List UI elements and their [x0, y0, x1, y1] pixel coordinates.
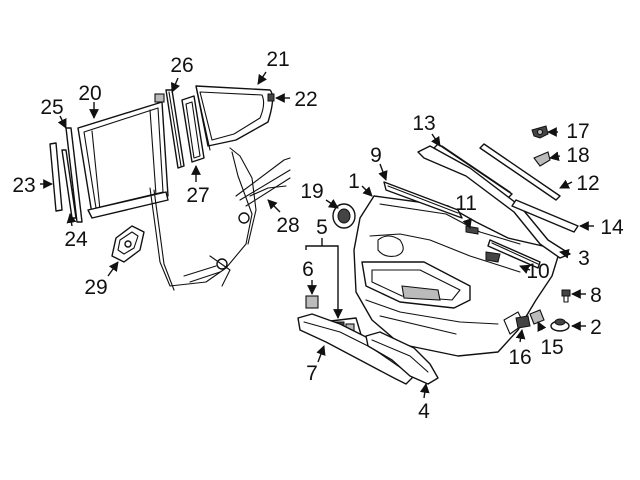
seal-strip-23: [49, 142, 63, 212]
channel-27: [181, 95, 205, 163]
callout-1: 1: [348, 170, 360, 193]
sill-strip-14: [511, 199, 579, 233]
trim-strip-10: [487, 239, 541, 269]
callout-21: 21: [266, 48, 289, 71]
sill-strip-12: [479, 143, 561, 201]
clip-16: [515, 315, 531, 329]
clip-11: [465, 225, 479, 235]
fastener-2: [550, 318, 570, 332]
screw-8: [561, 289, 571, 303]
callout-26: 26: [170, 54, 193, 77]
window-motor-29: [111, 225, 145, 263]
callout-14: 14: [600, 216, 624, 239]
callout-17: 17: [566, 120, 589, 143]
callout-13: 13: [412, 112, 435, 135]
callout-28: 28: [276, 214, 299, 237]
callout-8: 8: [590, 284, 602, 307]
callout-4: 4: [418, 400, 430, 423]
clip-17: [531, 125, 549, 139]
sunshade-blind-20: [77, 93, 169, 219]
callout-18: 18: [566, 144, 589, 167]
guide-rail-26: [165, 89, 185, 169]
callout-11: 11: [455, 192, 477, 215]
callout-20: 20: [78, 82, 101, 105]
callout-15: 15: [540, 336, 563, 359]
switch-6: [305, 295, 319, 309]
clip-18: [533, 151, 551, 167]
callout-22: 22: [294, 88, 317, 111]
callout-19: 19: [300, 180, 323, 203]
callout-29: 29: [84, 276, 107, 299]
armrest-trim-7: [297, 313, 415, 385]
window-regulator-28: [149, 147, 291, 291]
trim-strip-9: [383, 181, 463, 219]
callout-2: 2: [590, 316, 602, 339]
callout-25: 25: [40, 96, 63, 119]
callout-6: 6: [302, 258, 314, 281]
clip-22: [267, 93, 275, 102]
callout-5: 5: [316, 216, 328, 239]
callout-9: 9: [370, 144, 382, 167]
callout-3: 3: [578, 247, 590, 270]
callout-24: 24: [64, 228, 88, 251]
callout-12: 12: [576, 172, 599, 195]
speaker-grille-19: [332, 203, 356, 229]
callout-10: 10: [526, 260, 549, 283]
callout-16: 16: [508, 346, 531, 369]
door-trim-panel-1: [353, 195, 561, 357]
clip-15: [529, 309, 545, 325]
callout-23: 23: [12, 174, 35, 197]
callout-7: 7: [306, 362, 318, 385]
quarter-glass-21: [195, 85, 274, 151]
window-channel-25: [65, 127, 83, 223]
armrest-cover-4: [365, 331, 439, 385]
callout-27: 27: [186, 184, 209, 207]
